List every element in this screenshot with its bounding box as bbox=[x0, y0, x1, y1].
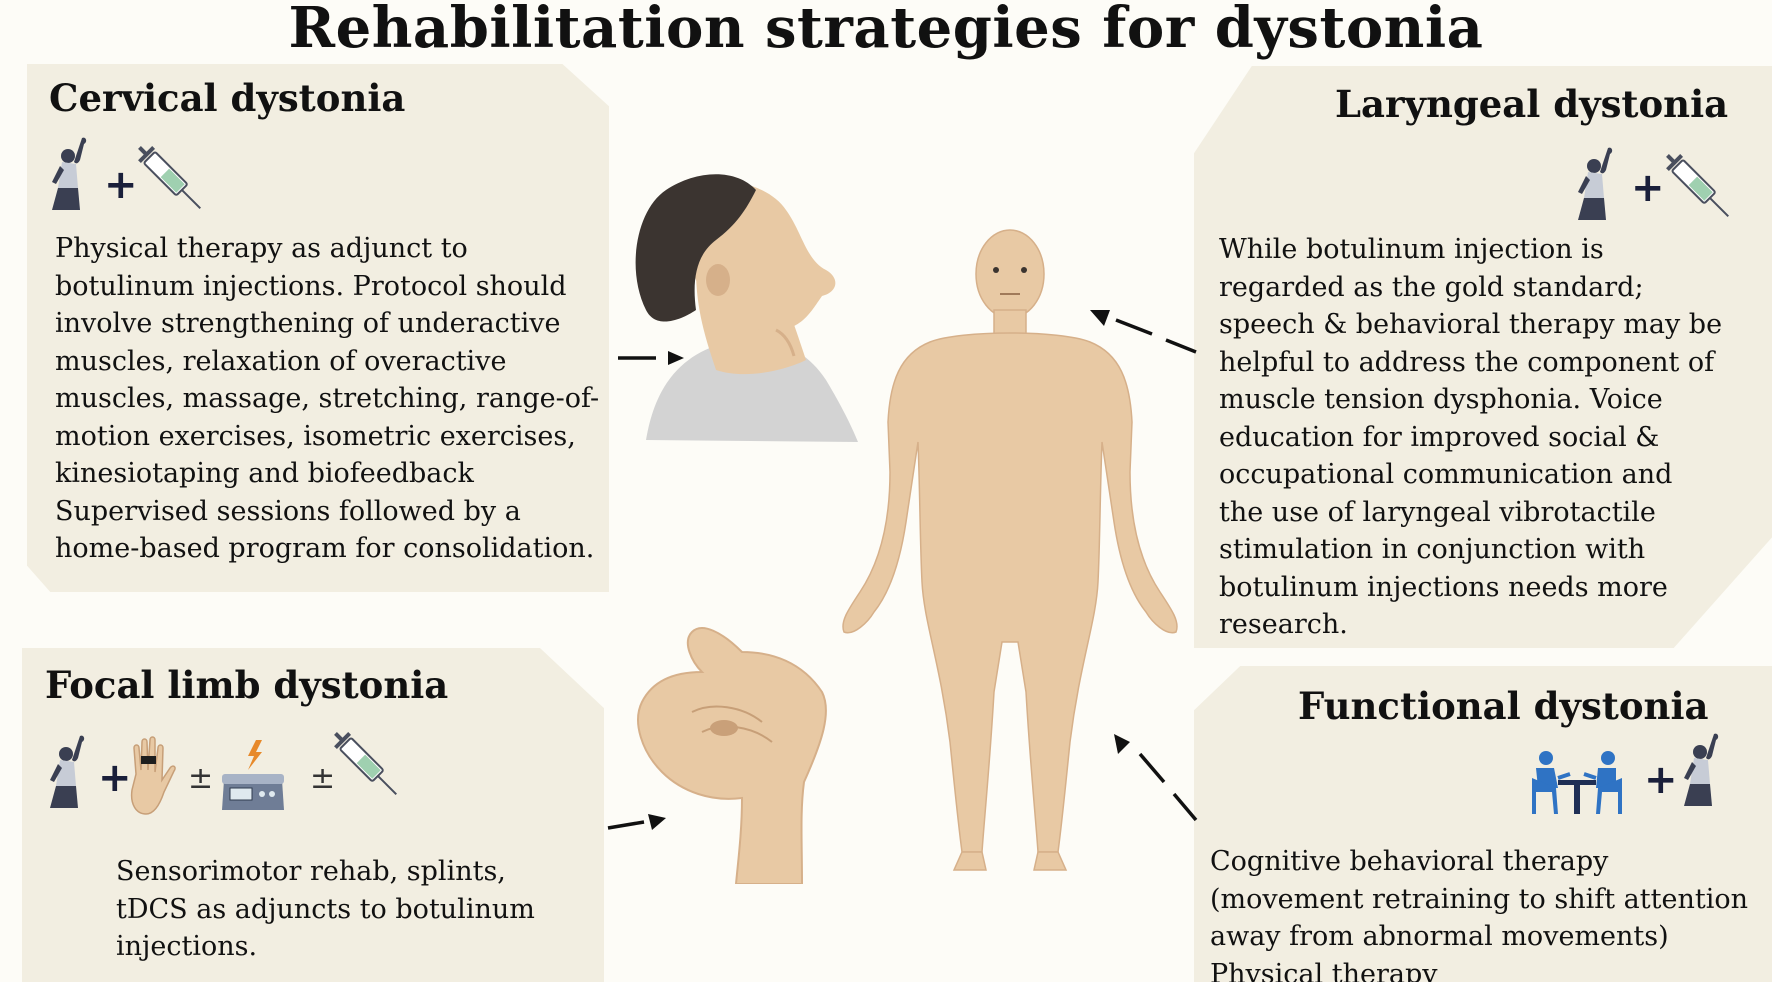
text-line: Cognitive behavioral therapy bbox=[1210, 846, 1609, 877]
plus-operator: + bbox=[1631, 165, 1665, 211]
text-line: Supervised sessions followed by a bbox=[55, 495, 521, 527]
text-line: involve strengthening of underactive bbox=[55, 308, 561, 339]
hand-illustration bbox=[637, 627, 827, 884]
panel-title-laryngeal: Laryngeal dystonia bbox=[1335, 82, 1729, 126]
text-line: (movement retraining to shift attention bbox=[1210, 883, 1748, 915]
text-line: injections. bbox=[116, 931, 258, 962]
focal-description: Sensorimotor rehab, splints, tDCS as adj… bbox=[116, 853, 535, 966]
text-line: the use of laryngeal vibrotactile bbox=[1219, 496, 1656, 528]
text-line: Physical therapy as adjunct to bbox=[55, 233, 468, 264]
hand-splint-icon bbox=[130, 736, 176, 815]
text-line: education for improved social & bbox=[1219, 421, 1660, 453]
text-line: home-based program for consolidation. bbox=[55, 533, 595, 564]
panel-title-functional: Functional dystonia bbox=[1298, 684, 1709, 728]
panel-focal-limb-dystonia bbox=[22, 648, 604, 982]
laryngeal-description: While botulinum injection is regarded as… bbox=[1219, 231, 1722, 644]
text-line: tDCS as adjuncts to botulinum bbox=[116, 893, 535, 925]
arrow-to-neck bbox=[618, 351, 684, 365]
exercise-woman-icon bbox=[52, 137, 87, 210]
text-line: helpful to address the component of bbox=[1219, 346, 1715, 378]
exercise-woman-icon bbox=[50, 735, 85, 808]
functional-description: Cognitive behavioral therapy (movement r… bbox=[1210, 843, 1748, 982]
plus-operator: + bbox=[104, 162, 138, 208]
text-line: speech & behavioral therapy may be bbox=[1219, 309, 1723, 340]
human-body-illustration bbox=[842, 229, 1178, 871]
text-line: Sensorimotor rehab, splints, bbox=[116, 856, 506, 887]
text-line: motion exercises, isometric exercises, bbox=[55, 420, 576, 452]
text-line: kinesiotaping and biofeedback bbox=[55, 458, 474, 489]
head-tilted-illustration bbox=[635, 174, 858, 442]
text-line: botulinum injections. Protocol should bbox=[55, 270, 567, 302]
text-line: muscles, massage, stretching, range-of- bbox=[55, 383, 600, 414]
plus-minus-operator: ± bbox=[310, 761, 336, 796]
exercise-woman-icon bbox=[1578, 147, 1613, 220]
text-line: occupational communication and bbox=[1219, 459, 1673, 490]
text-line: muscle tension dysphonia. Voice bbox=[1219, 384, 1663, 415]
exercise-woman-icon bbox=[1684, 733, 1719, 806]
arrow-to-throat bbox=[1090, 310, 1197, 354]
plus-operator: + bbox=[1644, 757, 1678, 803]
text-line: muscles, relaxation of overactive bbox=[55, 345, 507, 377]
arrow-to-body bbox=[1114, 734, 1198, 822]
therapy-session-icon bbox=[1532, 751, 1622, 814]
text-line: research. bbox=[1219, 609, 1348, 640]
panel-title-cervical: Cervical dystonia bbox=[49, 76, 406, 120]
arrow-to-hand bbox=[607, 814, 666, 830]
panel-title-focal: Focal limb dystonia bbox=[45, 663, 449, 707]
syringe-icon bbox=[1666, 154, 1729, 217]
text-line: botulinum injections needs more bbox=[1219, 571, 1668, 603]
plus-minus-operator: ± bbox=[188, 761, 214, 796]
syringe-icon bbox=[334, 732, 397, 795]
text-line: regarded as the gold standard; bbox=[1219, 271, 1644, 303]
plus-operator: + bbox=[98, 755, 132, 801]
syringe-icon bbox=[138, 146, 201, 209]
text-line: While botulinum injection is bbox=[1219, 234, 1604, 265]
cervical-description: Physical therapy as adjunct to botulinum… bbox=[55, 230, 599, 568]
page-title: Rehabilitation strategies for dystonia bbox=[288, 0, 1484, 61]
panel-cervical-dystonia bbox=[27, 64, 609, 592]
text-line: Physical therapy bbox=[1210, 958, 1438, 982]
text-line: away from abnormal movements) bbox=[1210, 921, 1669, 952]
text-line: stimulation in conjunction with bbox=[1219, 534, 1646, 565]
panel-functional-dystonia bbox=[1194, 666, 1772, 982]
tdcs-device-icon bbox=[222, 740, 284, 810]
